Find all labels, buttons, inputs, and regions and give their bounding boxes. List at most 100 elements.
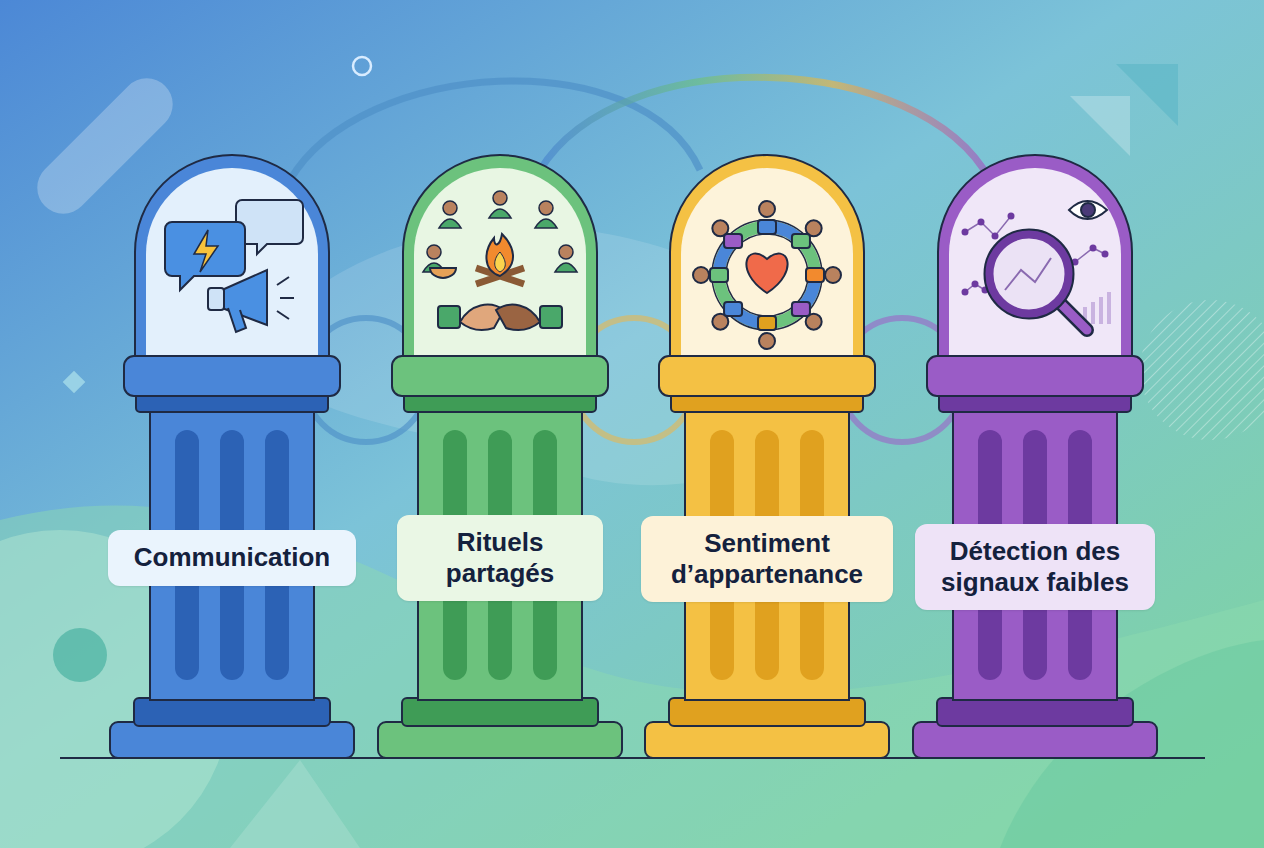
signals-icon-part [1008,213,1015,220]
pillar-label: Détection des signaux faibles [915,524,1155,610]
background-part [1140,300,1264,440]
rituals-icon-part [496,305,540,330]
pillar-label: Communication [108,530,356,585]
belonging-icon-part [825,267,841,283]
belonging-icon-part [719,227,815,323]
person-icon [555,245,577,272]
signals-icon [962,201,1112,330]
signals-icon-part [962,229,969,236]
person-icon-part [535,219,557,228]
belonging-icon-part [719,227,815,323]
rituals-icon-part [430,268,456,278]
signals-icon-part [1099,297,1103,324]
signals-icon-part [972,281,979,288]
signals-icon-part [992,233,999,240]
person-icon-part [559,245,573,259]
person-icon-part [493,191,507,205]
pillar [110,155,354,758]
person-icon-part [427,245,441,259]
person-icon-part [439,219,461,228]
communication-icon-part [194,230,218,272]
signals-icon-part [978,219,985,226]
person-icon [489,191,511,218]
pillar-part [681,168,853,360]
belonging-icon-part [759,333,775,349]
pillar [378,155,622,758]
pillar-part [670,155,864,365]
communication-icon-part [236,200,303,254]
rituals-icon-part [486,234,513,276]
belonging-icon-part [758,316,776,330]
signals-icon-part [1005,258,1051,290]
person-icon-part [489,209,511,218]
pillar-part [124,356,340,396]
connecting-rings [290,77,990,442]
belonging-icon-part [792,302,810,316]
pillar-part [937,698,1133,726]
rituals-icon-part [540,306,562,328]
pillar-part [913,722,1157,758]
signals-icon-part [1069,201,1107,219]
pillar-title: Rituels partagés [411,527,589,589]
background-part [1070,96,1130,156]
background-part [230,760,360,848]
pillar-title: Communication [134,542,330,573]
person-icon-part [443,201,457,215]
belonging-icon-part [806,268,824,282]
pillar-part [378,722,622,758]
signals-icon-part [962,289,969,296]
belonging-icon-part [746,253,787,293]
pillar-part [645,722,889,758]
belonging-icon-part [693,267,709,283]
pillar-title: Sentiment d’appartenance [655,528,879,590]
person-icon-part [539,201,553,215]
belonging-icon-part [724,234,742,248]
communication-icon-part [165,222,245,290]
signals-icon-part [1091,302,1095,324]
background-part [353,57,371,75]
pillar [913,155,1157,758]
pillar-label: Sentiment d’appartenance [641,516,893,602]
pillar-part [403,155,597,365]
pillar-part [949,168,1121,360]
communication-icon-part [228,308,246,332]
belonging-icon-part [759,201,775,217]
communication-icon-part [277,277,294,319]
person-icon [439,201,461,228]
pillar-part [146,168,318,360]
belonging-icon-part [724,302,742,316]
pillar-part [392,356,608,396]
rituals-icon [423,191,577,330]
person-icon-part [555,263,577,272]
communication-icon-part [208,288,224,310]
rituals-icon-part [438,306,460,328]
pillar-part [938,155,1132,365]
signals-icon-part [1107,292,1111,324]
pillar-part [135,155,329,365]
belonging-icon-part [758,220,776,234]
signals-icon-part [1090,245,1097,252]
signals-icon-part [989,234,1069,314]
communication-icon [165,200,303,332]
pillar-part [414,168,586,360]
person-icon [535,201,557,228]
pillar-part [669,698,865,726]
pillar-part [110,722,354,758]
signals-icon-part [985,230,1074,319]
rituals-icon-part [495,252,506,272]
background-part [53,628,107,682]
pillar-title: Détection des signaux faibles [929,536,1141,598]
pillar-label: Rituels partagés [397,515,603,601]
communication-icon-part [222,270,267,325]
signals-icon-part [1081,203,1095,217]
belonging-icon-part [792,234,810,248]
pillar-part [402,698,598,726]
pillar [645,155,889,758]
belonging-icon-part [710,268,728,282]
pillar-part [134,698,330,726]
